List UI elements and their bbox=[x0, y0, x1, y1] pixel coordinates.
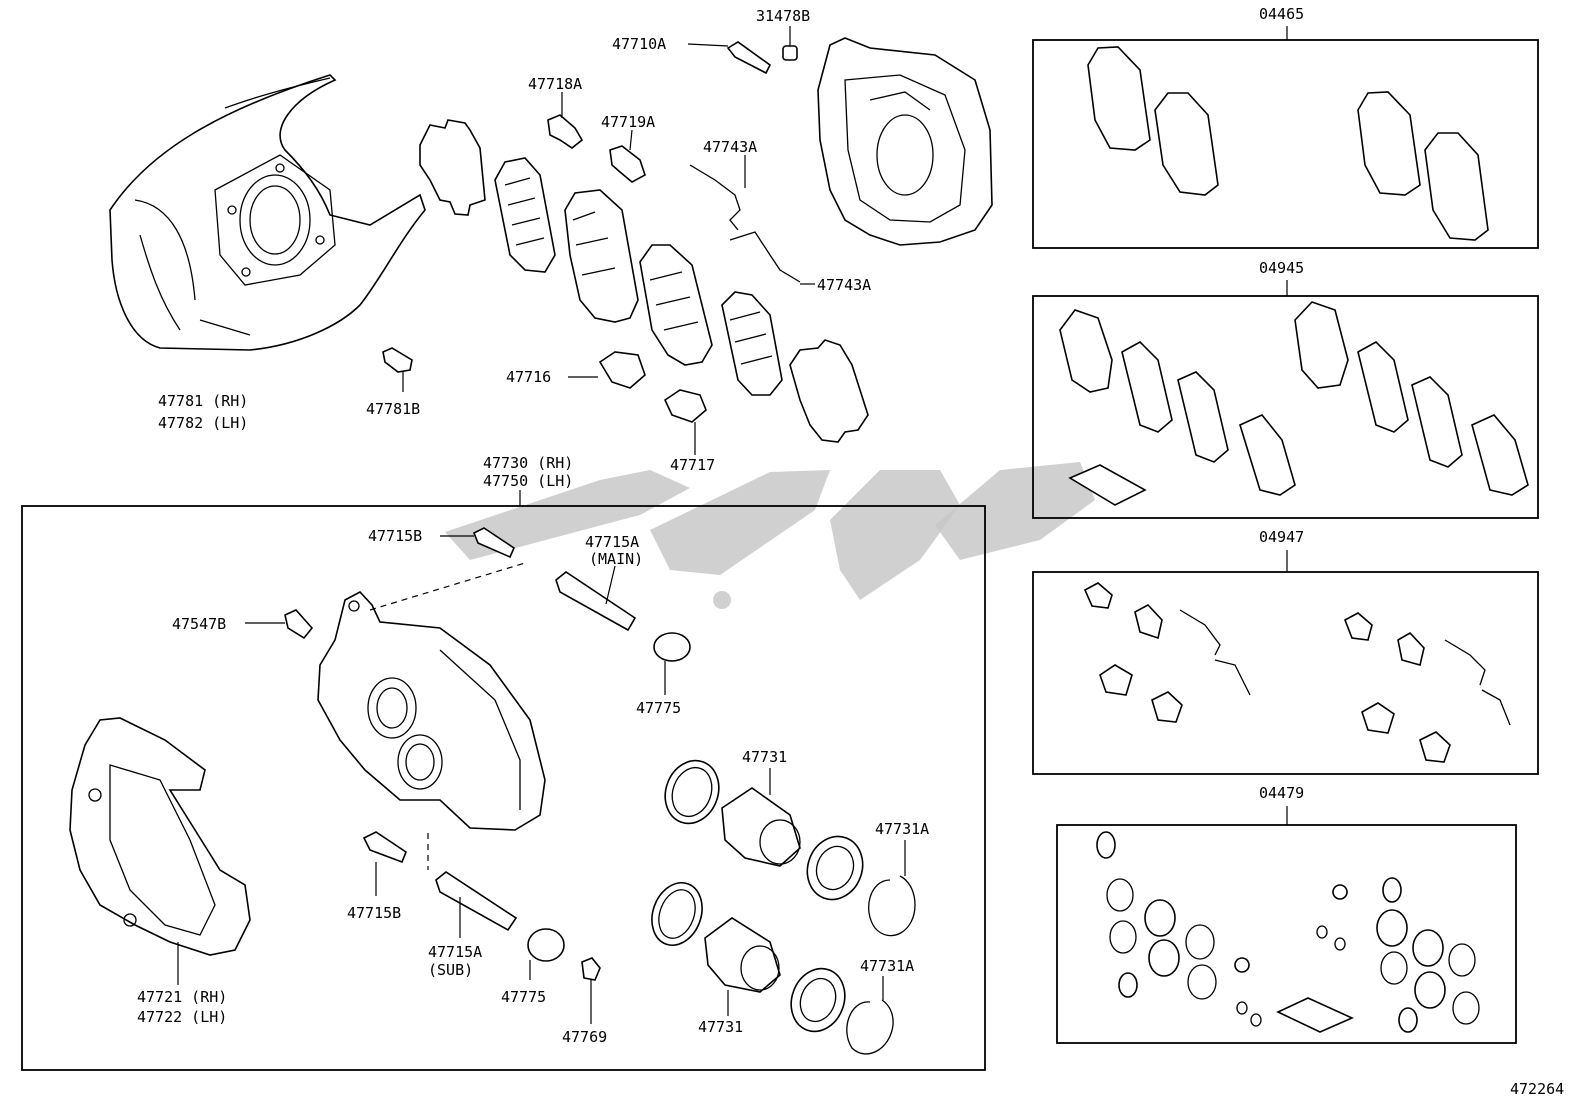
kit-box-04947 bbox=[1032, 571, 1539, 775]
label-47721-rh: 47721 (RH) bbox=[137, 988, 227, 1006]
figure-number: 472264 bbox=[1510, 1080, 1564, 1098]
label-47781-rh: 47781 (RH) bbox=[158, 392, 248, 410]
caliper-mounting-47721 bbox=[69, 717, 251, 985]
boot-47775-top bbox=[653, 632, 691, 695]
clip-47719A bbox=[609, 129, 646, 183]
caliper-assembly-top bbox=[817, 37, 993, 246]
label-47717: 47717 bbox=[670, 456, 715, 474]
anti-squeal-shim-d bbox=[789, 339, 869, 443]
label-47750-lh: 47750 (LH) bbox=[483, 472, 573, 490]
kit-04479-seals bbox=[1096, 831, 1480, 1033]
label-47715B-top: 47715B bbox=[368, 527, 422, 545]
label-47722-lh: 47722 (LH) bbox=[137, 1008, 227, 1026]
caliper-body bbox=[317, 591, 546, 831]
label-47715A-main-note: (MAIN) bbox=[589, 550, 643, 568]
guide-line-top bbox=[369, 562, 526, 611]
caliper-kit-box bbox=[21, 505, 986, 1071]
cap-47769 bbox=[581, 957, 601, 1024]
bolt-47781B bbox=[382, 347, 413, 392]
label-kit-04945: 04945 bbox=[1259, 259, 1304, 277]
watermark-logo bbox=[445, 462, 1095, 609]
nut-31478B bbox=[782, 26, 798, 61]
label-47769: 47769 bbox=[562, 1028, 607, 1046]
brake-pad-b bbox=[639, 244, 713, 366]
bolt-47715B-top bbox=[440, 527, 516, 559]
kit-box-04465 bbox=[1032, 39, 1539, 249]
seal-ring-upper bbox=[664, 759, 720, 825]
label-47731A-bottom: 47731A bbox=[860, 957, 914, 975]
ring-47731A-top bbox=[868, 840, 916, 937]
label-kit-04479: 04479 bbox=[1259, 784, 1304, 802]
label-kit-04947: 04947 bbox=[1259, 528, 1304, 546]
brake-pad-a bbox=[564, 189, 639, 323]
kit-04465-pads bbox=[1087, 46, 1489, 241]
label-47710A: 47710A bbox=[612, 35, 666, 53]
label-47715A-main: 47715A bbox=[585, 533, 639, 551]
label-47781B: 47781B bbox=[366, 400, 420, 418]
pin-47715A-main bbox=[555, 565, 637, 632]
wear-indicator-47743A bbox=[689, 155, 815, 285]
label-47743A-lower: 47743A bbox=[817, 276, 871, 294]
label-47743A-top: 47743A bbox=[703, 138, 757, 156]
piston-47731-top bbox=[721, 768, 801, 867]
bolt-47710A bbox=[687, 41, 772, 75]
piston-47731-bottom bbox=[704, 917, 781, 1016]
bolt-47715B-bottom bbox=[362, 831, 407, 896]
label-47715A-sub-note: (SUB) bbox=[428, 961, 473, 979]
pin-47715A-sub bbox=[435, 871, 518, 938]
label-47730-rh: 47730 (RH) bbox=[483, 454, 573, 472]
label-47719A: 47719A bbox=[601, 113, 655, 131]
label-kit-04465: 04465 bbox=[1259, 5, 1304, 23]
label-47731A-top: 47731A bbox=[875, 820, 929, 838]
part-labels: 31478B 47710A 47718A 47719A 47743A 47743… bbox=[137, 5, 1564, 1098]
label-47731-bottom: 47731 bbox=[698, 1018, 743, 1036]
label-47715B-bottom: 47715B bbox=[347, 904, 401, 922]
label-47718A: 47718A bbox=[528, 75, 582, 93]
clip-47716 bbox=[568, 351, 646, 389]
kit-04947-clips bbox=[1083, 582, 1511, 763]
anti-squeal-shim-outer bbox=[419, 119, 486, 216]
dust-shield-47781 bbox=[109, 74, 426, 351]
boot-47731A-top bbox=[806, 835, 864, 901]
label-47775-bottom: 47775 bbox=[501, 988, 546, 1006]
label-47775-top: 47775 bbox=[636, 699, 681, 717]
anti-squeal-shim-c bbox=[721, 291, 783, 396]
anti-squeal-shim-inner bbox=[494, 157, 556, 273]
label-47782-lh: 47782 (LH) bbox=[158, 414, 248, 432]
clip-47718A bbox=[547, 92, 584, 149]
seal-ring-lower bbox=[651, 882, 703, 946]
label-31478B: 31478B bbox=[756, 7, 810, 25]
label-47731-top: 47731 bbox=[742, 748, 787, 766]
boot-47775-bottom bbox=[527, 928, 565, 980]
boot-47731A-bottom bbox=[790, 967, 846, 1033]
kit-box-04945 bbox=[1032, 295, 1539, 519]
label-47715A-sub: 47715A bbox=[428, 943, 482, 961]
label-47716: 47716 bbox=[506, 368, 551, 386]
clip-47717 bbox=[663, 389, 707, 455]
ring-47731A-bottom bbox=[846, 976, 894, 1055]
label-47547B: 47547B bbox=[172, 615, 226, 633]
bleeder-47547B bbox=[245, 609, 314, 640]
kit-04945-shims bbox=[1059, 301, 1529, 506]
